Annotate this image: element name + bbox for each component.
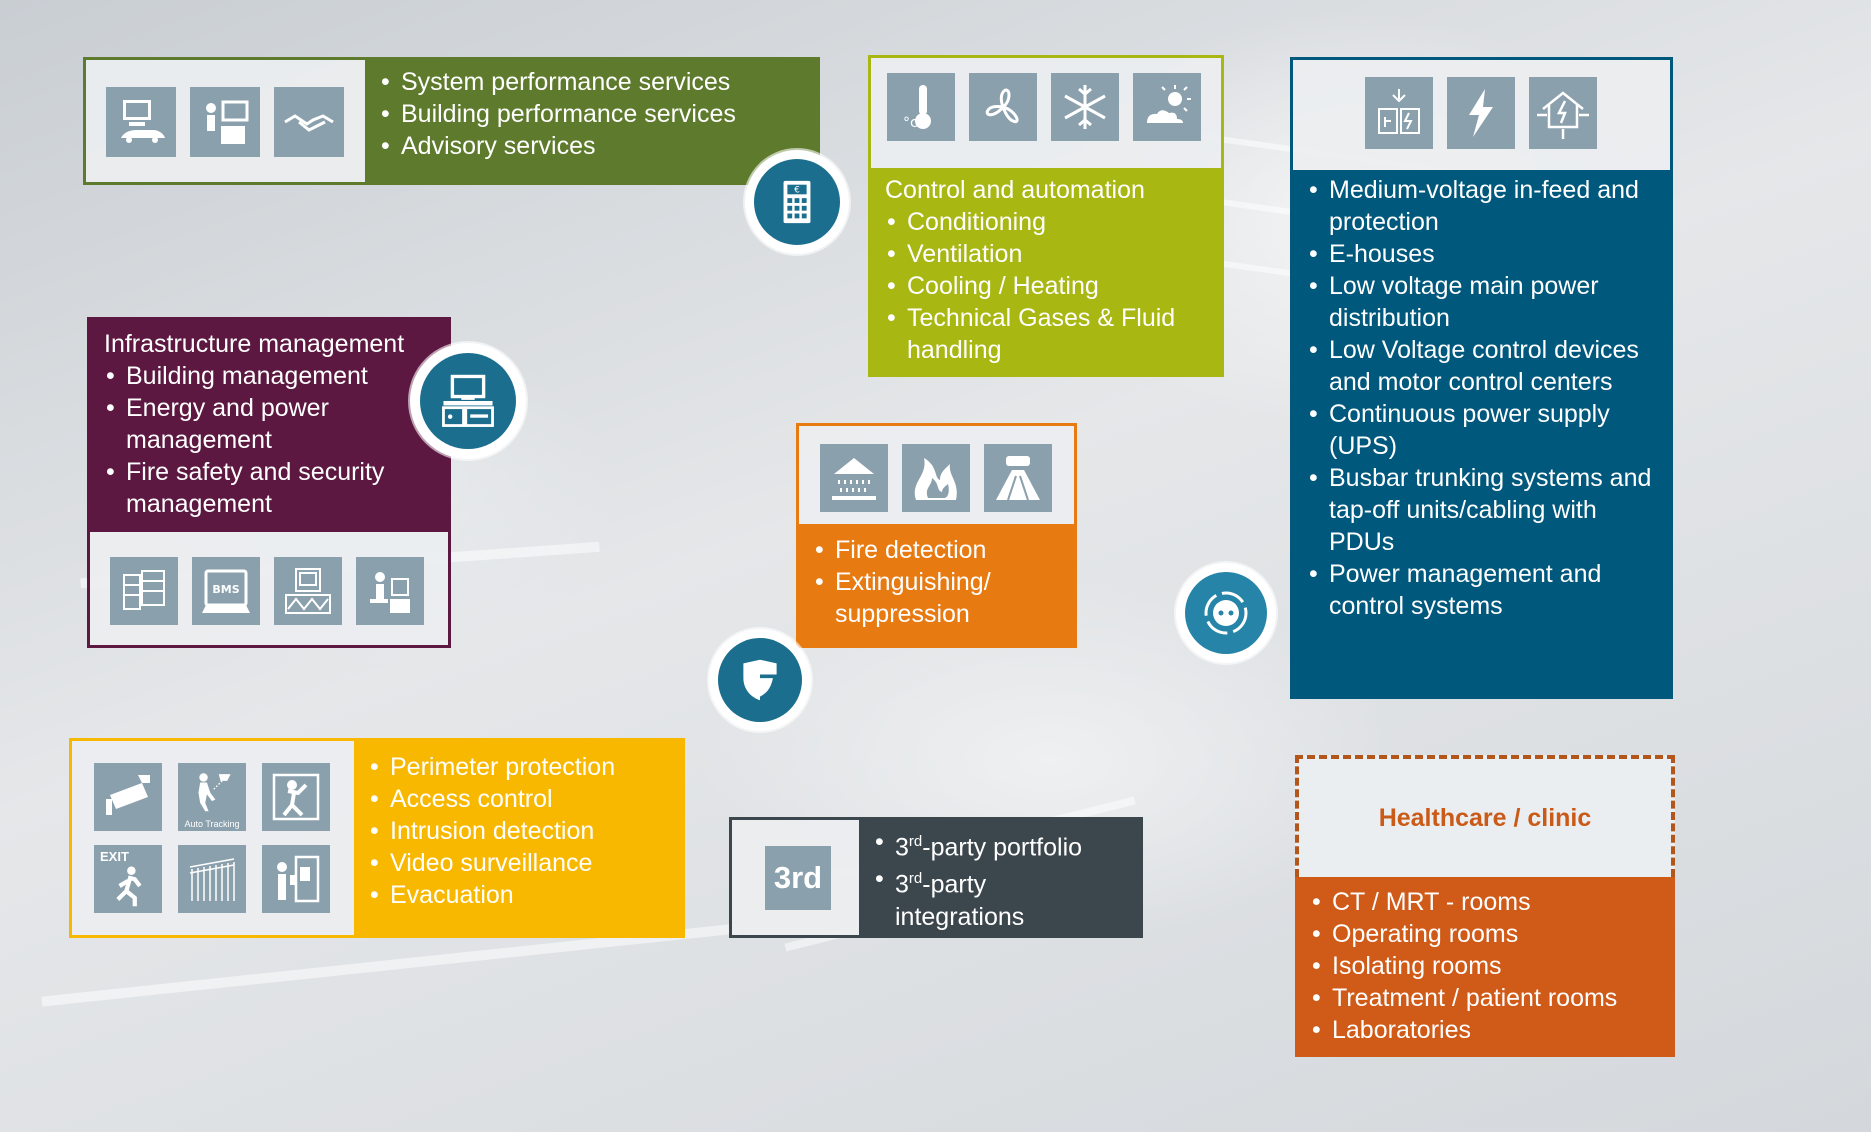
- hvac-text: Control and automation Conditioning Vent…: [871, 168, 1221, 374]
- infrastructure-item-fire: Fire safety and security management: [104, 456, 448, 520]
- security-item-video: Video surveillance: [368, 847, 682, 879]
- snowflake-icon: [1051, 73, 1119, 141]
- sun-cloud-icon: [1133, 73, 1201, 141]
- power-icons: [1365, 77, 1597, 149]
- fence-icon: [178, 845, 246, 913]
- fan-icon: [969, 73, 1037, 141]
- power-text: Medium-voltage in-feed and protection E-…: [1293, 170, 1670, 696]
- healthcare-item-operating: Operating rooms: [1310, 918, 1672, 950]
- handshake-icon: [274, 87, 344, 157]
- switchgear-icon: [1365, 77, 1433, 149]
- power-item-ups: Continuous power supply (UPS): [1307, 398, 1660, 462]
- bms-label: BMS: [212, 583, 239, 596]
- services-text: System performance services Building per…: [365, 60, 817, 182]
- services-item-building: Building performance services: [379, 98, 817, 130]
- computer-station-circle: [410, 343, 526, 459]
- healthcare-item-isolating: Isolating rooms: [1310, 950, 1672, 982]
- infrastructure-icons: BMS: [110, 557, 424, 625]
- power-panel: Medium-voltage in-feed and protection E-…: [1290, 57, 1673, 699]
- hvac-item-cooling: Cooling / Heating: [885, 270, 1221, 302]
- healthcare-text: CT / MRT - rooms Operating rooms Isolati…: [1295, 877, 1675, 1057]
- hvac-item-ventilation: Ventilation: [885, 238, 1221, 270]
- shield-circle: [709, 629, 811, 731]
- exit-label: EXIT: [100, 849, 129, 864]
- security-item-access: Access control: [368, 783, 682, 815]
- healthcare-item-ct: CT / MRT - rooms: [1310, 886, 1672, 918]
- third-party-panel: 3rd 3rd-party portfolio 3rd-party integr…: [729, 817, 1143, 938]
- server-cabinets-icon: [110, 557, 178, 625]
- hvac-icons: °c: [887, 73, 1201, 141]
- exit-sign-icon: EXIT: [94, 845, 162, 913]
- camera-icon: [94, 763, 162, 831]
- services-panel: System performance services Building per…: [83, 57, 820, 185]
- third-party-item-integrations: 3rd-party integrations: [873, 863, 1140, 932]
- smoke-detector-icon: [984, 444, 1052, 512]
- infrastructure-item-energy: Energy and power management: [104, 392, 448, 456]
- lightning-icon: [1447, 77, 1515, 149]
- services-item-system: System performance services: [379, 66, 817, 98]
- shield-icon: [743, 659, 777, 701]
- infrastructure-text: Infrastructure management Building manag…: [90, 320, 448, 532]
- services-item-advisory: Advisory services: [379, 130, 817, 162]
- infrastructure-panel: Infrastructure management Building manag…: [87, 317, 451, 648]
- power-item-mv: Medium-voltage in-feed and protection: [1307, 174, 1660, 238]
- healthcare-panel: Healthcare / clinic CT / MRT - rooms Ope…: [1295, 755, 1675, 1057]
- house-power-icon: [1529, 77, 1597, 149]
- security-item-perimeter: Perimeter protection: [368, 751, 682, 783]
- healthcare-item-treatment: Treatment / patient rooms: [1310, 982, 1672, 1014]
- intruder-icon: [262, 763, 330, 831]
- fire-item-detection: Fire detection: [813, 534, 1074, 566]
- security-item-intrusion: Intrusion detection: [368, 815, 682, 847]
- security-icons: Auto Tracking EXIT: [94, 763, 330, 913]
- hvac-heading: Control and automation: [885, 176, 1145, 204]
- security-panel: Auto Tracking EXIT Perimeter protection …: [69, 738, 685, 938]
- third-party-text: 3rd-party portfolio 3rd-party integratio…: [859, 820, 1140, 935]
- infrastructure-heading: Infrastructure management: [104, 330, 405, 358]
- auto-tracking-label: Auto Tracking: [184, 819, 240, 829]
- power-socket-circle: [1176, 563, 1276, 663]
- healthcare-title: Healthcare / clinic: [1378, 803, 1592, 832]
- power-item-management: Power management and control systems: [1307, 558, 1660, 622]
- fire-text: Fire detection Extinguishing/ suppressio…: [799, 524, 1074, 645]
- operator-desk-icon: [356, 557, 424, 625]
- calculator-euro-icon: €: [783, 180, 811, 224]
- svg-text:€: €: [794, 185, 800, 195]
- auto-tracking-icon: Auto Tracking: [178, 763, 246, 831]
- power-socket-icon: [1204, 591, 1248, 635]
- third-party-badge: 3rd: [765, 846, 831, 910]
- access-door-icon: [262, 845, 330, 913]
- computer-station-icon: [442, 374, 494, 427]
- fire-item-extinguishing: Extinguishing/ suppression: [813, 566, 1074, 630]
- fire-panel: Fire detection Extinguishing/ suppressio…: [796, 423, 1077, 648]
- workstation-user-icon: [190, 87, 260, 157]
- security-text: Perimeter protection Access control Intr…: [354, 741, 682, 935]
- healthcare-header: Healthcare / clinic: [1295, 755, 1675, 877]
- power-item-lv-control: Low Voltage control devices and motor co…: [1307, 334, 1660, 398]
- security-item-evacuation: Evacuation: [368, 879, 682, 911]
- hvac-panel: °c Control and automation Conditioning V…: [868, 55, 1224, 377]
- power-item-busbar: Busbar trunking systems and tap-off unit…: [1307, 462, 1660, 558]
- power-item-ehouses: E-houses: [1307, 238, 1660, 270]
- healthcare-item-laboratories: Laboratories: [1310, 1014, 1672, 1046]
- infrastructure-item-building: Building management: [104, 360, 448, 392]
- computer-car-icon: [106, 87, 176, 157]
- services-icons: [106, 87, 344, 157]
- fire-icons: [820, 444, 1052, 512]
- control-panel-icon: [274, 557, 342, 625]
- calculator-circle: €: [745, 150, 849, 254]
- bms-monitor-icon: BMS: [192, 557, 260, 625]
- hvac-item-conditioning: Conditioning: [885, 206, 1221, 238]
- flame-icon: [902, 444, 970, 512]
- svg-text:°c: °c: [903, 115, 918, 131]
- thermometer-icon: °c: [887, 73, 955, 141]
- power-item-lv-main: Low voltage main power distribution: [1307, 270, 1660, 334]
- hvac-item-gases: Technical Gases & Fluid handling: [885, 302, 1221, 366]
- sprinkler-icon: [820, 444, 888, 512]
- third-party-item-portfolio: 3rd-party portfolio: [873, 826, 1140, 863]
